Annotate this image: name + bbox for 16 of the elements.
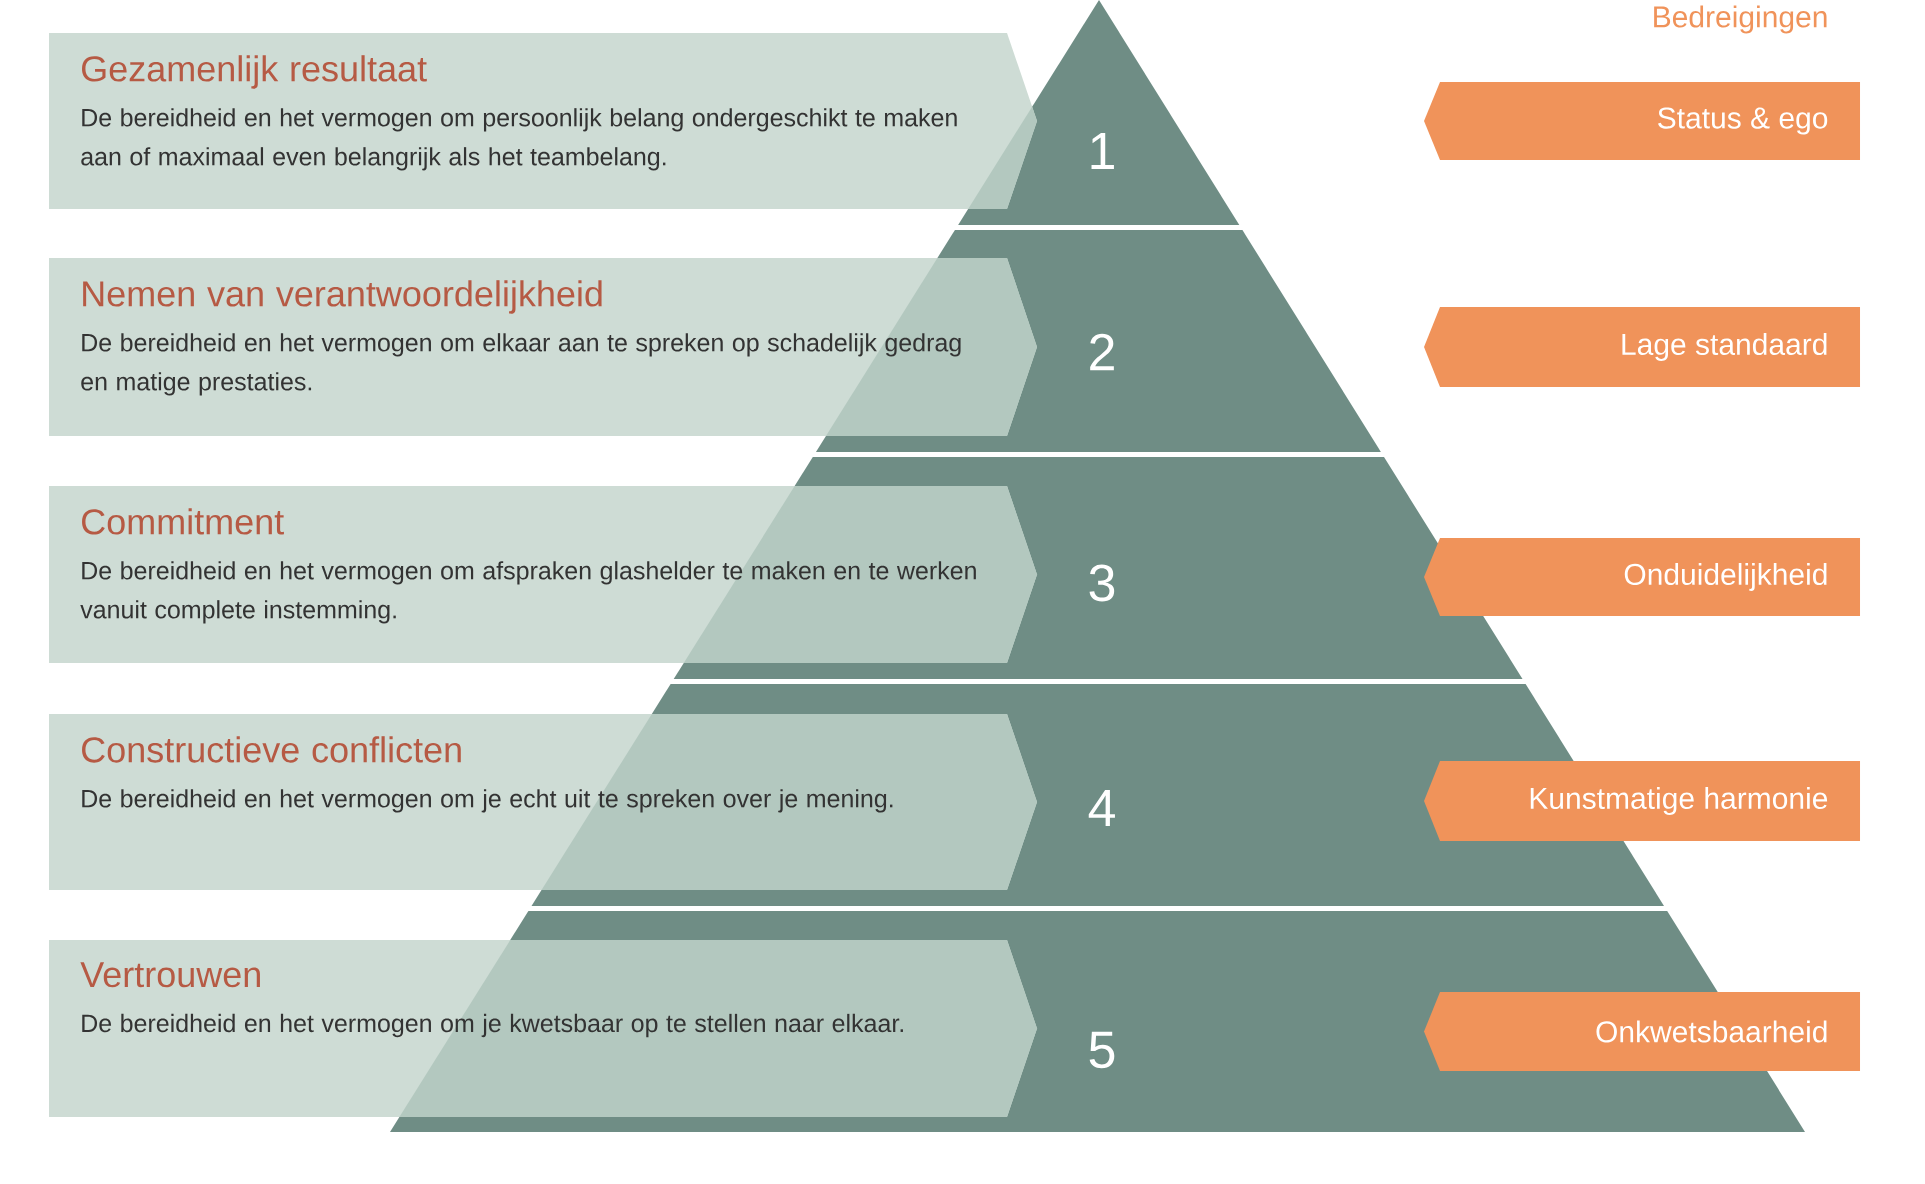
text-box: Constructieve conflicten De bereidheid en het vermogen om je echt uit te spreken over je mening. [49,714,1037,890]
node-label: vanuit complete instemming. [80,600,396,624]
column-heading: Bedreigingen [1654,5,1827,34]
node-label: Vertrouwen [80,962,260,988]
threat-tag: Status & ego [1424,82,1860,160]
text-box: Commitment De bereidheid en het vermogen om afspraken glashelder te maken en te werken vanuit complete instemming. [49,486,1037,663]
node-label: Commitment [82,508,284,535]
text-box: Nemen van verantwoordelijkheid De bereidheid en het vermogen om elkaar aan te spreken op schadelijk gedrag en matige prestaties. [49,258,1037,436]
threat-tag: Onkwetsbaarheid [1424,992,1860,1071]
threat-tag: Lage standaard [1424,307,1860,387]
text-box: Gezamenlijk resultaat De bereidheid en het vermogen om persoonlijk belang ondergeschikt te maken aan of maximaal even belangrijk als het teambelang. [49,33,1037,209]
pyramid-layer: 1 [958,0,1240,225]
threat-tag: Onduidelijkheid [1424,538,1860,616]
text-box: Vertrouwen De bereidheid en het vermogen om je kwetsbaar op te stellen naar elkaar. [49,940,1037,1117]
node-label: Constructieve conflicten [82,736,461,763]
threat-tag: Kunstmatige harmonie [1424,761,1860,841]
